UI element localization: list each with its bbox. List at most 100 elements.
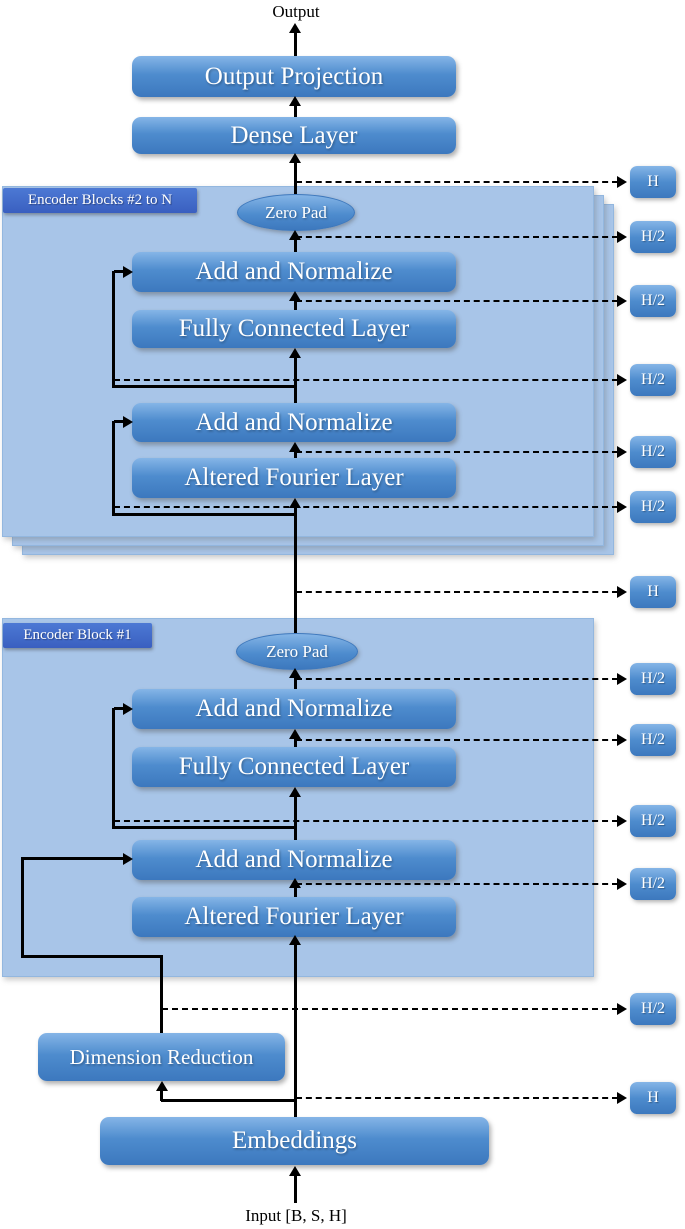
- skip-arrowhead-addnorm-top-block1: [123, 703, 133, 715]
- dashed-arrow-h2-11: [296, 883, 618, 885]
- dim-tag-h2-9: H/2: [630, 724, 676, 756]
- flow-arrowhead-zeropad-block2n: [289, 230, 301, 240]
- input-label: Input [B, S, H]: [245, 1206, 347, 1225]
- skip-line-fc-stub-block2n: [114, 270, 125, 273]
- add-normalize-top-block2n: Add and Normalize: [132, 252, 456, 292]
- flow-line-fourier-to-addnorm2-block1: [294, 886, 297, 897]
- branch-line-embeddings-to-dr: [161, 1099, 296, 1102]
- dashed-arrowhead-8: [617, 673, 627, 685]
- flow-arrowhead-output: [289, 23, 301, 33]
- flow-line-addnorm-to-zeropad-block1: [294, 676, 297, 689]
- flow-line-addnorm-to-zeropad-block2n: [294, 238, 297, 252]
- skip-line-fc-horizontal-block2n: [114, 385, 296, 388]
- residual-line-into-addnorm: [21, 857, 125, 860]
- dim-tag-h2-11: H/2: [630, 868, 676, 900]
- flow-arrowhead-addnorm-bottom-block2n: [289, 442, 301, 452]
- dashed-arrow-h-1: [296, 181, 618, 183]
- skip-line-fc-stub-block1: [114, 707, 125, 710]
- flow-arrowhead-addnorm-top-block1: [289, 729, 301, 739]
- dashed-arrowhead-9: [617, 734, 627, 746]
- dashed-arrow-h2-3: [296, 300, 618, 302]
- flow-line-addnorm2-to-fc-block1: [294, 795, 297, 840]
- dashed-arrow-h-7: [296, 591, 618, 593]
- flow-line-addnorm2-to-fc-block2n: [294, 356, 297, 403]
- flow-line-zeropad2-to-dense: [294, 161, 297, 194]
- fully-connected-block2n: Fully Connected Layer: [132, 310, 456, 348]
- add-normalize-top-block1: Add and Normalize: [132, 689, 456, 729]
- flow-line-fourier-to-addnorm2-block2n: [294, 450, 297, 458]
- flow-arrowhead-addnorm-top-block2n: [289, 291, 301, 301]
- skip-line-fc-horizontal-block1: [114, 826, 296, 829]
- dim-tag-h2-3: H/2: [630, 285, 676, 317]
- dashed-arrowhead-13: [617, 1092, 627, 1104]
- flow-arrowhead-embeddings: [289, 1166, 301, 1176]
- dim-tag-h2-6: H/2: [630, 491, 676, 523]
- encoder-blocks-2n-container: [2, 186, 594, 537]
- skip-line-fc-vertical-block1: [112, 708, 115, 829]
- dashed-arrowhead-10: [617, 815, 627, 827]
- branch-line-dr-vertical: [160, 1089, 163, 1101]
- residual-line-left-vertical: [21, 858, 24, 958]
- skip-line-fc-vertical-block2n: [112, 271, 115, 388]
- flow-arrowhead-projection: [289, 96, 301, 106]
- altered-fourier-block1: Altered Fourier Layer: [132, 897, 456, 937]
- dim-tag-h2-10: H/2: [630, 805, 676, 837]
- flow-line-block1-to-block2n: [294, 506, 297, 633]
- dashed-arrowhead-7: [617, 586, 627, 598]
- residual-arrowhead-addnorm-bottom-block1: [123, 853, 133, 865]
- dashed-arrow-h2-12: [162, 1008, 618, 1010]
- flow-line-dense-to-projection: [294, 104, 297, 117]
- flow-arrowhead-fourier-block2n: [289, 498, 301, 508]
- dashed-arrowhead-11: [617, 878, 627, 890]
- flow-arrowhead-dense: [289, 153, 301, 163]
- add-normalize-bottom-block2n: Add and Normalize: [132, 403, 456, 442]
- dashed-arrow-h2-10: [114, 820, 618, 822]
- dim-tag-h-1: H: [630, 166, 676, 198]
- altered-fourier-block2n: Altered Fourier Layer: [132, 458, 456, 498]
- dim-tag-h-7: H: [630, 576, 676, 608]
- zero-pad-ellipse-block1: Zero Pad: [236, 633, 358, 670]
- skip-arrowhead-addnorm-bottom-block2n: [123, 416, 133, 428]
- dashed-arrow-h2-6: [114, 506, 618, 508]
- dashed-arrow-h2-9: [296, 739, 618, 741]
- branch-arrowhead-dimension-reduction: [156, 1081, 168, 1091]
- dense-layer-box: Dense Layer: [132, 117, 456, 154]
- fully-connected-block1: Fully Connected Layer: [132, 747, 456, 787]
- dashed-arrow-h-13: [296, 1097, 618, 1099]
- dashed-arrow-h2-5: [296, 451, 618, 453]
- residual-line-dr-vertical: [160, 955, 163, 1033]
- flow-arrowhead-addnorm-bottom-block1: [289, 878, 301, 888]
- embeddings-box: Embeddings: [100, 1117, 489, 1165]
- dashed-arrowhead-4: [617, 374, 627, 386]
- dashed-arrow-h2-8: [296, 678, 618, 680]
- skip-line-fourier-stub-block2n: [114, 420, 125, 423]
- skip-arrowhead-addnorm-top-block2n: [123, 266, 133, 278]
- encoder-block-1-title: Encoder Block #1: [3, 623, 152, 648]
- dim-tag-h2-12: H/2: [630, 993, 676, 1025]
- dimension-reduction-box: Dimension Reduction: [38, 1033, 285, 1081]
- flow-arrowhead-fourier-block1: [289, 935, 301, 945]
- flow-line-fc-to-addnorm-block2n: [294, 299, 297, 310]
- dashed-arrowhead-2: [617, 231, 627, 243]
- flow-line-embeddings-to-fourier-block1: [294, 943, 297, 1117]
- dashed-arrowhead-3: [617, 295, 627, 307]
- encoder-blocks-2n-title: Encoder Blocks #2 to N: [3, 188, 197, 213]
- flow-line-fc-to-addnorm-block1: [294, 737, 297, 747]
- dim-tag-h2-4: H/2: [630, 364, 676, 396]
- dashed-arrowhead-5: [617, 446, 627, 458]
- dashed-arrowhead-6: [617, 501, 627, 513]
- dim-tag-h-13: H: [630, 1082, 676, 1114]
- output-projection-box: Output Projection: [132, 56, 456, 97]
- add-normalize-bottom-block1: Add and Normalize: [132, 840, 456, 880]
- flow-line-to-output: [294, 32, 297, 56]
- output-label: Output: [272, 2, 320, 21]
- flow-line-input-to-embeddings: [294, 1173, 297, 1203]
- flow-arrowhead-fc-block1: [289, 787, 301, 797]
- zero-pad-ellipse-block2n: Zero Pad: [237, 194, 355, 231]
- dashed-arrow-h2-4: [114, 379, 618, 381]
- dim-tag-h2-8: H/2: [630, 663, 676, 695]
- flow-arrowhead-fc-block2n: [289, 348, 301, 358]
- skip-line-fourier-vertical-block2n: [112, 421, 115, 516]
- flow-arrowhead-zeropad-block1: [289, 668, 301, 678]
